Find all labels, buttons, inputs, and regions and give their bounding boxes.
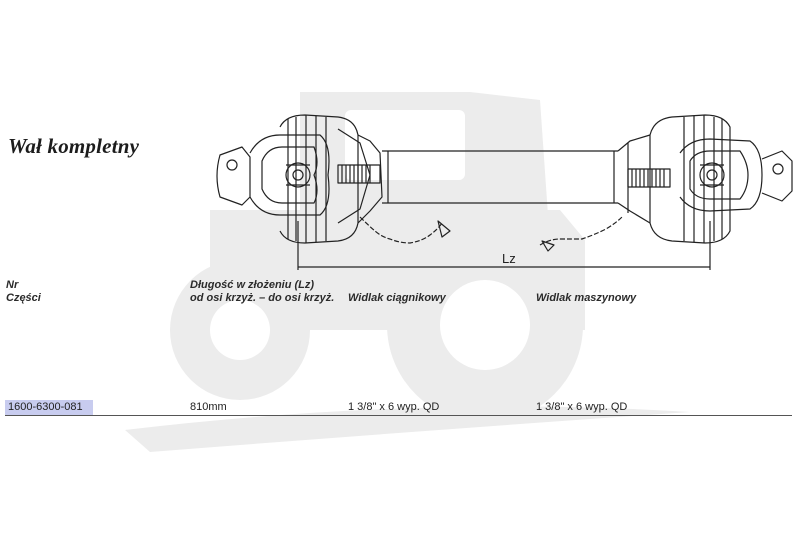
pto-shaft-drawing: Lz (216, 114, 793, 270)
header-length-line1: Długość w złożeniu (Lz) (190, 279, 315, 291)
dimension-label: Lz (502, 251, 516, 266)
header-tractor-yoke-line1: Widlak ciągnikowy (348, 292, 446, 304)
header-tractor-yoke: Widlak ciągnikowy (348, 292, 446, 305)
header-part-no-line1: Nr (6, 279, 19, 291)
row-divider (5, 415, 792, 416)
header-length-line2: od osi krzyż. – do osi krzyż. (190, 292, 335, 304)
header-part-no-line2: Części (6, 292, 41, 304)
header-length: Długość w złożeniu (Lz) od osi krzyż. – … (190, 279, 334, 305)
cell-machine-yoke: 1 3/8" x 6 wyp. QD (536, 401, 628, 413)
header-machine-yoke-line1: Widlak maszynowy (536, 292, 637, 304)
cell-length: 810mm (190, 401, 227, 413)
header-machine-yoke: Widlak maszynowy (536, 292, 636, 305)
page-title: Wał kompletny (8, 134, 140, 158)
cell-tractor-yoke: 1 3/8" x 6 wyp. QD (348, 401, 440, 413)
header-part-no: Nr Części (6, 279, 41, 305)
cell-part-no[interactable]: 1600-6300-081 (5, 400, 93, 415)
